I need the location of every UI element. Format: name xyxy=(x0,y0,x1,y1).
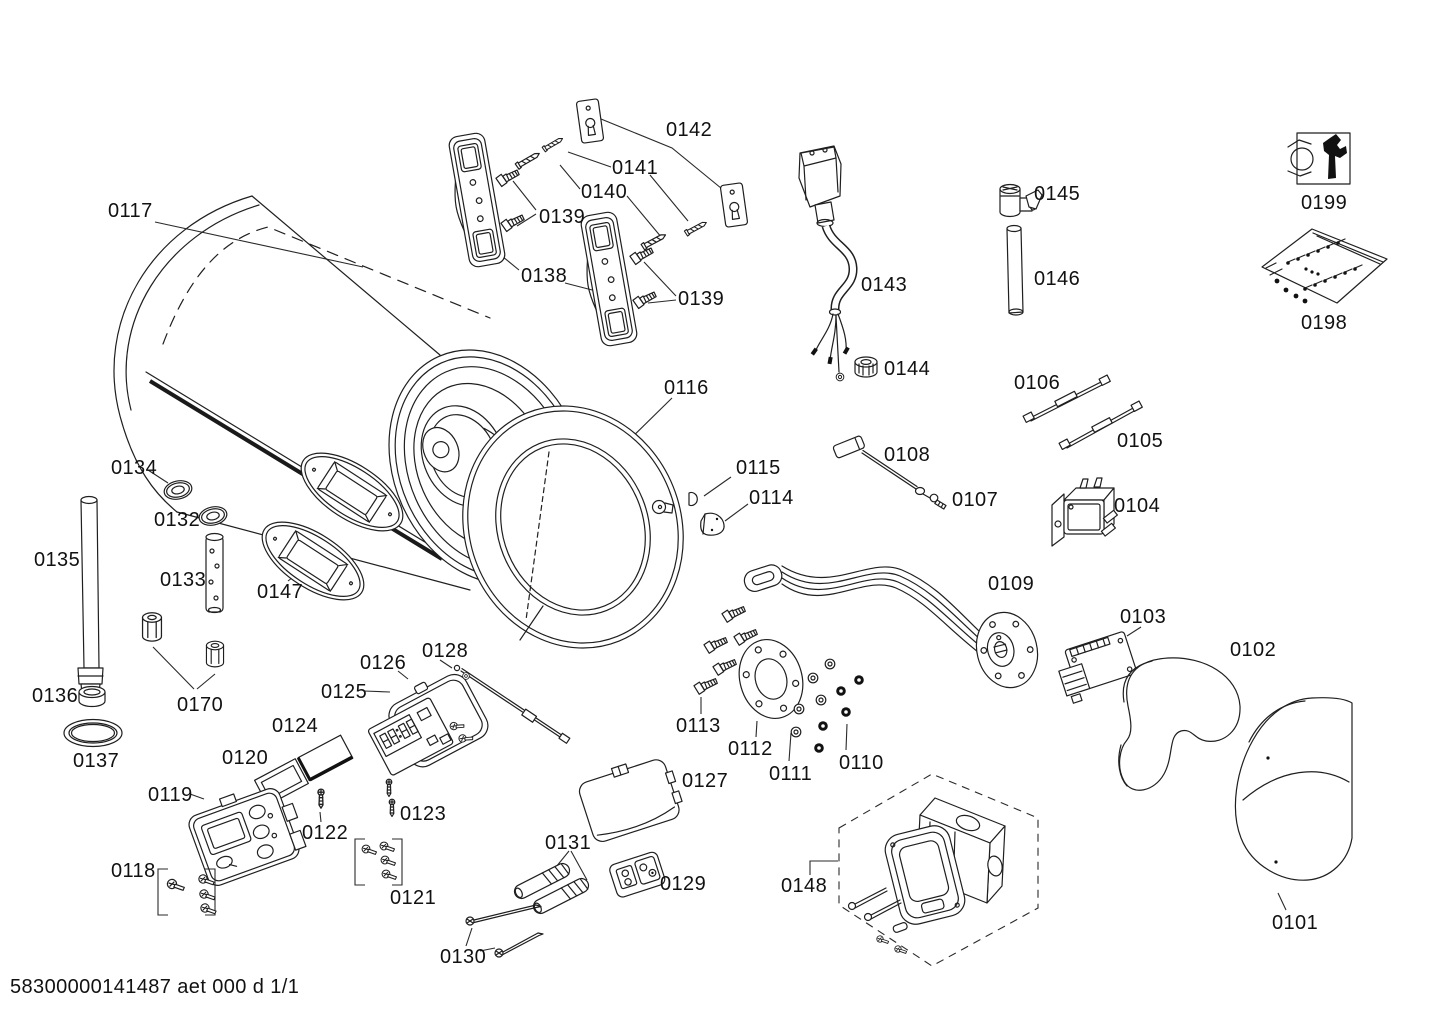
part-label-0129-40: 0129 xyxy=(660,873,707,895)
part-0125-display-board xyxy=(367,697,475,776)
part-label-0134-21: 0134 xyxy=(111,457,158,479)
part-label-0132-22: 0132 xyxy=(154,509,201,531)
part-label-0108-15: 0108 xyxy=(884,444,931,466)
part-label-0114-20: 0114 xyxy=(749,487,794,509)
part-label-0139-6: 0139 xyxy=(678,288,725,310)
part-label-0123-37: 0123 xyxy=(400,803,447,825)
part-label-0109-47: 0109 xyxy=(988,573,1035,595)
part-0107-screw xyxy=(929,493,947,510)
part-0142-wall-plates xyxy=(575,98,749,228)
part-0108-sensor xyxy=(832,435,931,499)
part-0102-gasket xyxy=(1118,657,1241,791)
part-0145-valve xyxy=(999,183,1043,218)
document-code: 58300000141487 aet 000 d 1/1 xyxy=(10,976,300,998)
part-label-0170-27: 0170 xyxy=(177,694,224,716)
part-0144-grommet xyxy=(854,356,878,378)
part-0128-rod xyxy=(453,664,571,744)
part-0131-anchors xyxy=(513,862,590,915)
part-label-0140-3: 0140 xyxy=(581,181,628,203)
part-label-0143-7: 0143 xyxy=(861,274,908,296)
part-label-0120-33: 0120 xyxy=(222,747,269,769)
part-label-0142-1: 0142 xyxy=(666,119,713,141)
part-0146-pipe xyxy=(1006,224,1024,316)
part-0137-gasket xyxy=(63,718,123,748)
part-label-0125-31: 0125 xyxy=(321,681,368,703)
part-label-0121-38: 0121 xyxy=(390,887,437,909)
part-0127-cover xyxy=(578,759,683,843)
part-label-0116-18: 0116 xyxy=(664,377,709,399)
part-label-0199-11: 0199 xyxy=(1301,192,1348,214)
part-label-0122-36: 0122 xyxy=(302,822,349,844)
wrench-icon xyxy=(1287,132,1351,185)
part-0124-window xyxy=(296,734,354,782)
part-label-0136-26: 0136 xyxy=(32,685,79,707)
part-label-0103-48: 0103 xyxy=(1120,606,1167,628)
part-label-0102-49: 0102 xyxy=(1230,639,1277,661)
part-label-0127-42: 0127 xyxy=(682,770,729,792)
part-label-0101-50: 0101 xyxy=(1272,912,1319,934)
part-0135-tube xyxy=(77,495,104,706)
part-label-0130-41: 0130 xyxy=(440,946,487,968)
part-0138-brackets xyxy=(443,131,639,349)
part-0148-junction-box-kit xyxy=(838,773,1039,967)
part-label-0147-25: 0147 xyxy=(257,581,304,603)
part-label-0124-32: 0124 xyxy=(272,715,319,737)
part-label-0104-17: 0104 xyxy=(1114,495,1161,517)
part-label-0111-45: 0111 xyxy=(769,763,813,785)
part-0133-tube xyxy=(205,532,224,614)
part-0105-rod xyxy=(1058,400,1143,451)
screw-bag-icon xyxy=(1261,228,1388,304)
part-label-0137-28: 0137 xyxy=(73,750,120,772)
part-0170-nuts xyxy=(141,612,225,668)
part-label-0148-51: 0148 xyxy=(781,875,828,897)
part-label-0112-44: 0112 xyxy=(728,738,773,760)
part-0143-power-cord xyxy=(798,145,858,382)
part-label-0119-34: 0119 xyxy=(148,784,193,806)
part-label-0107-16: 0107 xyxy=(952,489,999,511)
part-0130-screws xyxy=(465,904,544,958)
part-label-0106-13: 0106 xyxy=(1014,372,1061,394)
part-0122-screw xyxy=(317,788,325,809)
part-label-0126-29: 0126 xyxy=(360,652,407,674)
part-0115-cap xyxy=(688,491,698,507)
part-label-0133-24: 0133 xyxy=(160,569,207,591)
part-label-0198-12: 0198 xyxy=(1301,312,1348,334)
part-label-0144-8: 0144 xyxy=(884,358,931,380)
part-0109-heating-element xyxy=(743,564,1039,689)
part-0101-cover xyxy=(1234,697,1353,881)
part-0118-screw-set xyxy=(157,868,218,918)
part-label-0139-4: 0139 xyxy=(539,206,586,228)
part-label-0146-10: 0146 xyxy=(1034,268,1081,290)
part-0114-cap xyxy=(700,512,725,536)
part-label-0135-23: 0135 xyxy=(34,549,81,571)
part-0103-pcb xyxy=(1058,631,1138,704)
part-label-0118-35: 0118 xyxy=(111,860,156,882)
part-label-0110-46: 0110 xyxy=(839,752,884,774)
part-label-0117-0: 0117 xyxy=(108,200,153,222)
part-0110-nuts xyxy=(814,675,864,753)
part-0129-button-plate xyxy=(609,851,666,898)
part-0119-control-panel xyxy=(188,788,307,886)
part-label-0131-39: 0131 xyxy=(545,832,592,854)
part-label-0113-43: 0113 xyxy=(676,715,721,737)
part-0121-screw-set xyxy=(354,838,403,886)
part-0136-ring xyxy=(78,685,106,708)
part-0104-thermostat xyxy=(1051,477,1118,547)
part-0106-rod xyxy=(1022,374,1111,423)
part-label-0141-2: 0141 xyxy=(612,157,659,179)
part-0123-screws xyxy=(385,778,396,818)
part-0112-flange xyxy=(738,639,804,719)
part-label-0145-9: 0145 xyxy=(1034,183,1081,205)
part-label-0105-14: 0105 xyxy=(1117,430,1164,452)
part-label-0138-5: 0138 xyxy=(521,265,568,287)
part-label-0115-19: 0115 xyxy=(736,457,781,479)
part-label-0128-30: 0128 xyxy=(422,640,469,662)
part-0116-ring xyxy=(462,405,684,649)
